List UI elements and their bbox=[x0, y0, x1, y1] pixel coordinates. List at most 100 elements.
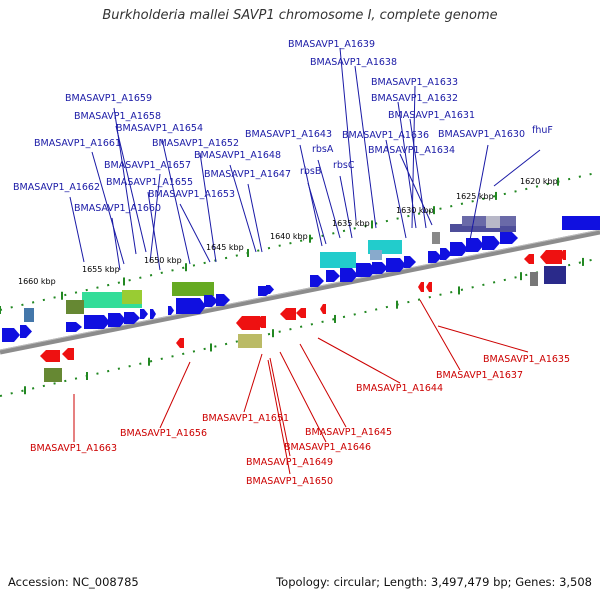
scale-tick-label: 1620 kbp bbox=[520, 177, 558, 186]
label-leader-line bbox=[115, 125, 147, 253]
forward-gene-label: BMASAVP1_A1639 bbox=[288, 39, 375, 50]
forward-label-lines bbox=[69, 47, 541, 271]
forward-gene-arrow bbox=[2, 328, 20, 342]
feature-block bbox=[44, 368, 62, 382]
label-leader-line bbox=[267, 359, 291, 475]
forward-gene-arrow bbox=[386, 258, 406, 272]
reverse-gene-label: BMASAVP1_A1637 bbox=[436, 370, 523, 381]
reverse-gene-arrows bbox=[40, 250, 566, 362]
scale-tick-label: 1625 kbp bbox=[456, 192, 494, 201]
label-leader-line bbox=[354, 65, 377, 229]
forward-gene-arrow bbox=[108, 313, 126, 327]
reverse-gene-arrow bbox=[62, 348, 74, 360]
feature-block bbox=[486, 216, 500, 228]
scale-tick-label: 1630 kbp bbox=[396, 206, 434, 215]
feature-block bbox=[370, 250, 382, 260]
reverse-gene-label: BMASAVP1_A1656 bbox=[120, 428, 207, 439]
forward-gene-arrow bbox=[372, 262, 388, 274]
forward-gene-label: rbsC bbox=[333, 160, 355, 171]
forward-gene-label: BMASAVP1_A1652 bbox=[152, 138, 239, 149]
forward-gene-arrow bbox=[326, 270, 340, 282]
forward-gene-label: fhuF bbox=[532, 125, 553, 136]
label-leader-line bbox=[397, 101, 417, 229]
reverse-gene-arrow bbox=[280, 308, 296, 320]
forward-gene-label: BMASAVP1_A1654 bbox=[116, 123, 203, 134]
forward-gene-arrow bbox=[356, 263, 376, 277]
label-leader-line bbox=[69, 196, 85, 263]
chromosome-backbone bbox=[0, 229, 600, 355]
ruler-ticks bbox=[0, 177, 584, 395]
forward-gene-label: BMASAVP1_A1661 bbox=[34, 138, 121, 149]
scale-tick-label: 1650 kbp bbox=[144, 256, 182, 265]
reverse-gene-arrow bbox=[236, 316, 260, 330]
reverse-gene-label: BMASAVP1_A1644 bbox=[356, 383, 443, 394]
reverse-gene-labels: BMASAVP1_A1635BMASAVP1_A1637BMASAVP1_A16… bbox=[30, 354, 570, 487]
scale-tick-label: 1660 kbp bbox=[18, 277, 56, 286]
forward-gene-arrow bbox=[466, 238, 484, 252]
label-leader-line bbox=[437, 325, 529, 353]
label-leader-line bbox=[419, 299, 461, 371]
forward-gene-arrow bbox=[216, 294, 230, 306]
reverse-gene-arrow bbox=[418, 282, 424, 292]
reverse-gene-label: BMASAVP1_A1635 bbox=[483, 354, 570, 365]
feature-block bbox=[172, 282, 214, 296]
forward-gene-label: BMASAVP1_A1643 bbox=[245, 129, 332, 140]
label-leader-line bbox=[307, 182, 327, 245]
forward-gene-arrow bbox=[66, 322, 82, 332]
scale-tick-label: 1645 kbp bbox=[206, 243, 244, 252]
forward-gene-arrow bbox=[404, 256, 416, 268]
reverse-gene-label: BMASAVP1_A1649 bbox=[246, 457, 333, 468]
label-leader-line bbox=[279, 351, 327, 443]
reverse-gene-label: BMASAVP1_A1645 bbox=[305, 427, 392, 438]
label-leader-line bbox=[161, 138, 191, 265]
label-leader-line bbox=[159, 361, 191, 429]
label-leader-line bbox=[469, 144, 489, 241]
label-leader-line bbox=[339, 47, 357, 221]
forward-gene-arrow bbox=[562, 216, 600, 230]
forward-gene-label: BMASAVP1_A1647 bbox=[204, 169, 291, 180]
label-leader-line bbox=[243, 353, 263, 413]
forward-gene-arrow bbox=[482, 236, 500, 250]
reverse-gene-label: BMASAVP1_A1646 bbox=[284, 442, 371, 453]
feature-block bbox=[66, 300, 84, 314]
label-leader-line bbox=[493, 149, 541, 187]
feature-block bbox=[238, 334, 262, 348]
forward-gene-label: BMASAVP1_A1633 bbox=[371, 77, 458, 88]
label-leader-line bbox=[299, 144, 323, 247]
feature-block bbox=[450, 224, 516, 232]
forward-gene-arrow bbox=[150, 309, 156, 319]
reverse-gene-arrow bbox=[560, 250, 566, 260]
feature-block bbox=[432, 232, 440, 244]
forward-gene-label: BMASAVP1_A1660 bbox=[74, 203, 161, 214]
forward-gene-arrow bbox=[140, 309, 148, 319]
forward-gene-label: BMASAVP1_A1659 bbox=[65, 93, 152, 104]
feature-block bbox=[530, 272, 538, 286]
forward-gene-labels: BMASAVP1_A1639BMASAVP1_A1638BMASAVP1_A16… bbox=[13, 39, 553, 214]
forward-gene-arrows bbox=[2, 216, 600, 342]
reverse-gene-label: BMASAVP1_A1650 bbox=[246, 476, 333, 487]
forward-gene-arrow bbox=[20, 325, 32, 338]
forward-gene-arrow bbox=[124, 312, 140, 324]
forward-gene-label: BMASAVP1_A1657 bbox=[104, 160, 191, 171]
scale-tick-label: 1635 kbp bbox=[332, 219, 370, 228]
label-leader-line bbox=[385, 139, 407, 239]
scale-tick-label: 1655 kbp bbox=[82, 265, 120, 274]
reverse-gene-label: BMASAVP1_A1651 bbox=[202, 413, 289, 424]
forward-gene-arrow bbox=[168, 306, 174, 315]
reverse-label-lines bbox=[73, 299, 529, 475]
forward-gene-label: BMASAVP1_A1631 bbox=[388, 110, 475, 121]
label-leader-line bbox=[247, 183, 263, 253]
forward-gene-label: BMASAVP1_A1632 bbox=[371, 93, 458, 104]
forward-gene-arrow bbox=[500, 232, 518, 244]
forward-gene-label: BMASAVP1_A1653 bbox=[148, 189, 235, 200]
reverse-gene-arrow bbox=[256, 316, 266, 328]
backbone-highlight bbox=[0, 229, 600, 351]
forward-gene-arrow bbox=[266, 285, 274, 294]
scale-labels: 1660 kbp 1655 kbp 1650 kbp 1645 kbp 1640 kbp… bbox=[18, 177, 558, 286]
scale-tick-label: 1640 kbp bbox=[270, 232, 308, 241]
forward-gene-arrow bbox=[176, 298, 206, 314]
forward-gene-label: BMASAVP1_A1648 bbox=[194, 150, 281, 161]
label-leader-line bbox=[339, 175, 353, 239]
forward-gene-arrow bbox=[440, 248, 452, 260]
label-leader-line bbox=[229, 164, 257, 253]
